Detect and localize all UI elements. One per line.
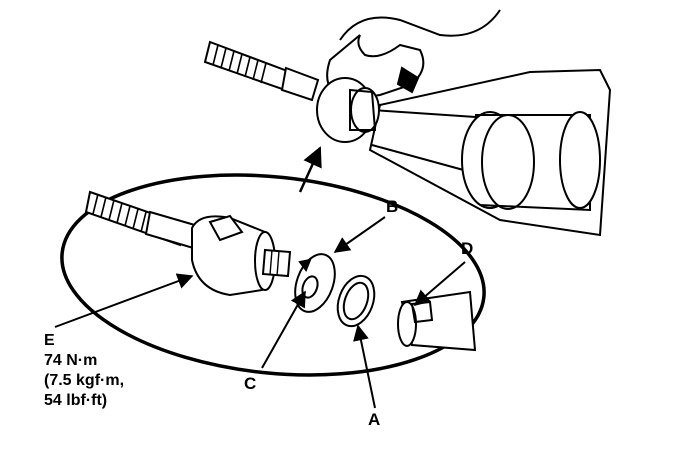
leader-e — [54, 273, 194, 328]
torque-nm: 74 N·m — [44, 352, 98, 369]
leader-c — [261, 290, 306, 369]
leader-a — [353, 324, 376, 409]
label-d: D — [461, 239, 474, 258]
label-c: C — [244, 374, 257, 393]
torque-lbfft: 54 lbf·ft) — [44, 392, 108, 409]
detail-ellipse — [60, 173, 486, 377]
label-e: E — [44, 332, 55, 349]
label-a: A — [368, 410, 381, 429]
torque-spec: E 74 N·m (7.5 kgf·m, 54 lbf·ft) — [44, 331, 124, 411]
leader-b — [333, 216, 386, 253]
exploded-parts — [84, 190, 477, 352]
leader-lines — [54, 216, 466, 409]
leader-d — [413, 261, 466, 307]
detail-arrow — [298, 146, 322, 193]
torque-kgfm: (7.5 kgf·m, — [44, 372, 125, 389]
upper-assembly — [203, 9, 612, 237]
label-b: B — [386, 197, 399, 216]
